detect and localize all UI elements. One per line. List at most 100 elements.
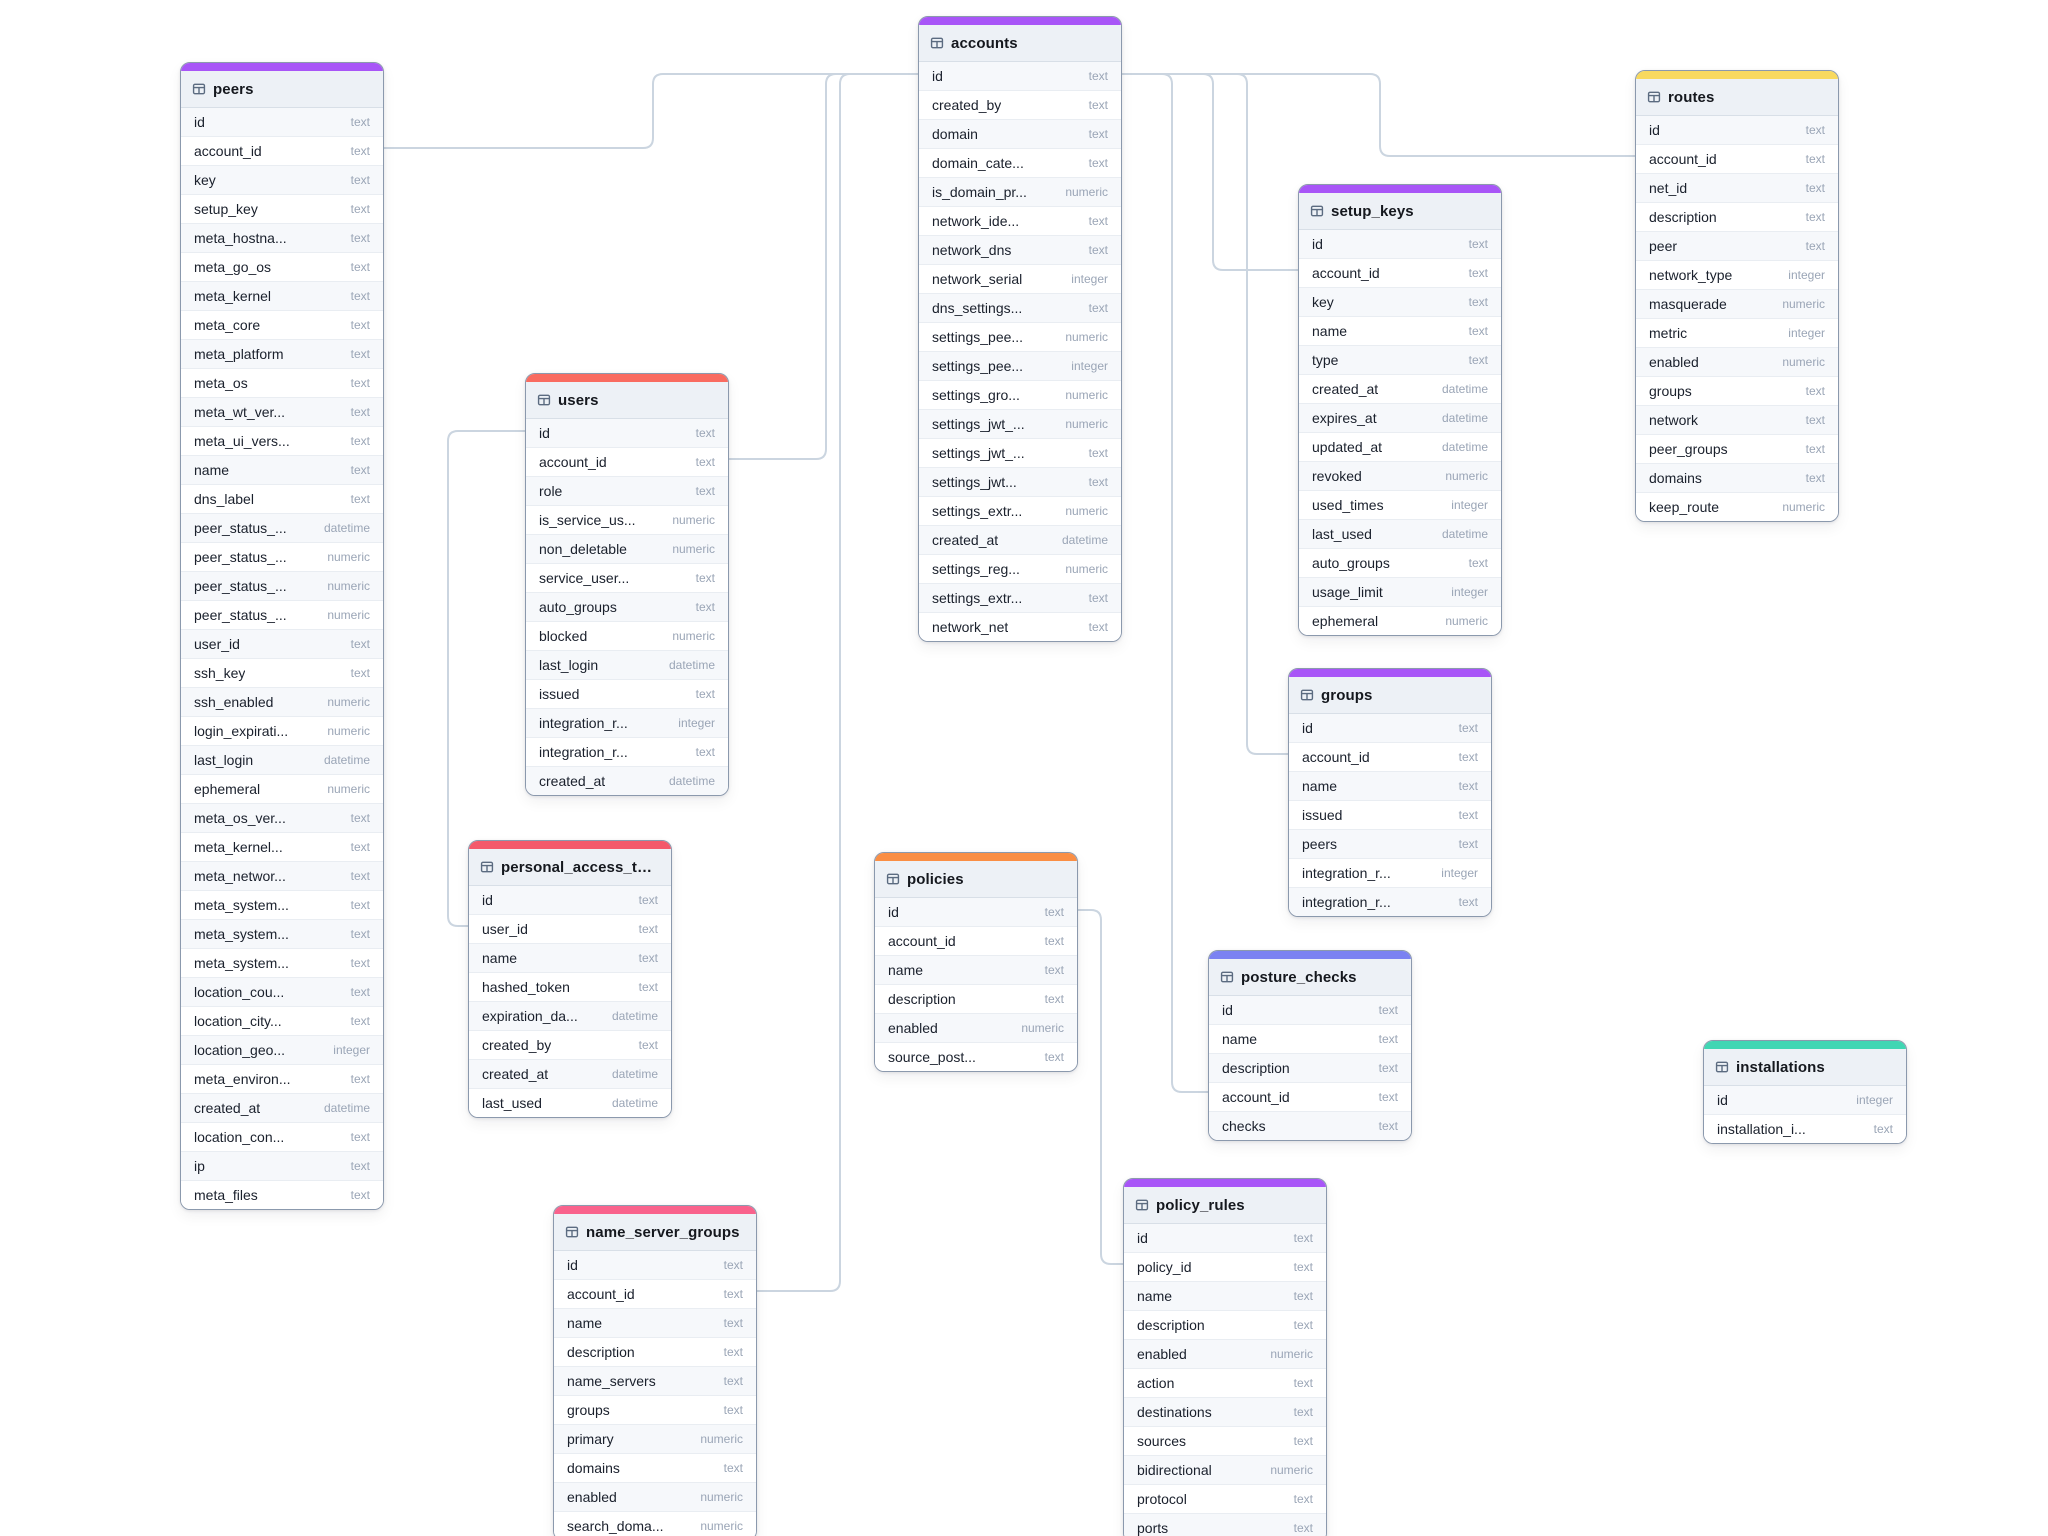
field-type: numeric	[1270, 1463, 1313, 1477]
field-type: text	[1468, 295, 1488, 309]
field-type: numeric	[700, 1519, 743, 1533]
table-header[interactable]: name_server_groups	[554, 1214, 756, 1251]
field-type: text	[350, 840, 370, 854]
table-icon	[930, 36, 944, 50]
field-name: domain_cate...	[932, 155, 1024, 171]
table-card-personal_access_tokens[interactable]: personal_access_tokensidtextuser_idtextn…	[468, 840, 672, 1118]
field-name: meta_ui_vers...	[194, 433, 290, 449]
field-type: text	[638, 922, 658, 936]
relationship-line	[1121, 73, 1289, 755]
field-type: text	[1293, 1405, 1313, 1419]
field-type: datetime	[323, 753, 370, 767]
field-type: numeric	[672, 513, 715, 527]
field-type: text	[1293, 1289, 1313, 1303]
field-type: text	[350, 492, 370, 506]
field-name: domain	[932, 126, 978, 142]
table-header[interactable]: installations	[1704, 1049, 1906, 1086]
table-title: policy_rules	[1156, 1196, 1245, 1214]
field-type: text	[1044, 905, 1064, 919]
field-row: location_con...text	[181, 1122, 383, 1151]
table-color-strip	[1124, 1179, 1326, 1187]
field-type: text	[350, 985, 370, 999]
field-name: id	[1137, 1230, 1148, 1246]
field-type: text	[1378, 1090, 1398, 1104]
field-name: name	[194, 462, 230, 478]
field-name: policy_id	[1137, 1259, 1192, 1275]
table-title: personal_access_tokens	[501, 858, 660, 876]
field-type: text	[695, 687, 715, 701]
table-header[interactable]: personal_access_tokens	[469, 849, 671, 886]
field-name: hashed_token	[482, 979, 570, 995]
field-type: text	[695, 571, 715, 585]
field-type: text	[1044, 1050, 1064, 1064]
table-header[interactable]: users	[526, 382, 728, 419]
field-name: used_times	[1312, 497, 1384, 513]
table-title: installations	[1736, 1058, 1825, 1076]
field-row: installation_i...text	[1704, 1114, 1906, 1143]
field-name: meta_system...	[194, 955, 289, 971]
field-name: protocol	[1137, 1491, 1187, 1507]
table-title: posture_checks	[1241, 968, 1357, 986]
relationship-line	[447, 430, 526, 927]
field-name: expiration_da...	[482, 1008, 578, 1024]
field-name: groups	[567, 1402, 610, 1418]
field-type: text	[1293, 1521, 1313, 1535]
table-title: policies	[907, 870, 964, 888]
table-icon	[480, 860, 494, 874]
field-name: enabled	[567, 1489, 617, 1505]
table-header[interactable]: posture_checks	[1209, 959, 1411, 996]
field-row: meta_networ...text	[181, 861, 383, 890]
field-name: id	[1302, 720, 1313, 736]
field-type: text	[1293, 1260, 1313, 1274]
field-name: created_by	[482, 1037, 552, 1053]
field-name: meta_os_ver...	[194, 810, 286, 826]
table-header[interactable]: groups	[1289, 677, 1491, 714]
table-header[interactable]: setup_keys	[1299, 193, 1501, 230]
table-header[interactable]: peers	[181, 71, 383, 108]
table-header[interactable]: accounts	[919, 25, 1121, 62]
field-type: text	[1378, 1003, 1398, 1017]
table-header[interactable]: routes	[1636, 79, 1838, 116]
table-color-strip	[181, 63, 383, 71]
field-type: numeric	[1065, 388, 1108, 402]
table-header[interactable]: policies	[875, 861, 1077, 898]
field-type: numeric	[1270, 1347, 1313, 1361]
field-name: location_geo...	[194, 1042, 286, 1058]
field-name: settings_pee...	[932, 329, 1024, 345]
table-header[interactable]: policy_rules	[1124, 1187, 1326, 1224]
field-type: text	[695, 484, 715, 498]
field-name: installation_i...	[1717, 1121, 1806, 1137]
field-name: created_at	[194, 1100, 261, 1116]
field-name: last_login	[539, 657, 599, 673]
field-row: settings_jwt_...text	[919, 438, 1121, 467]
